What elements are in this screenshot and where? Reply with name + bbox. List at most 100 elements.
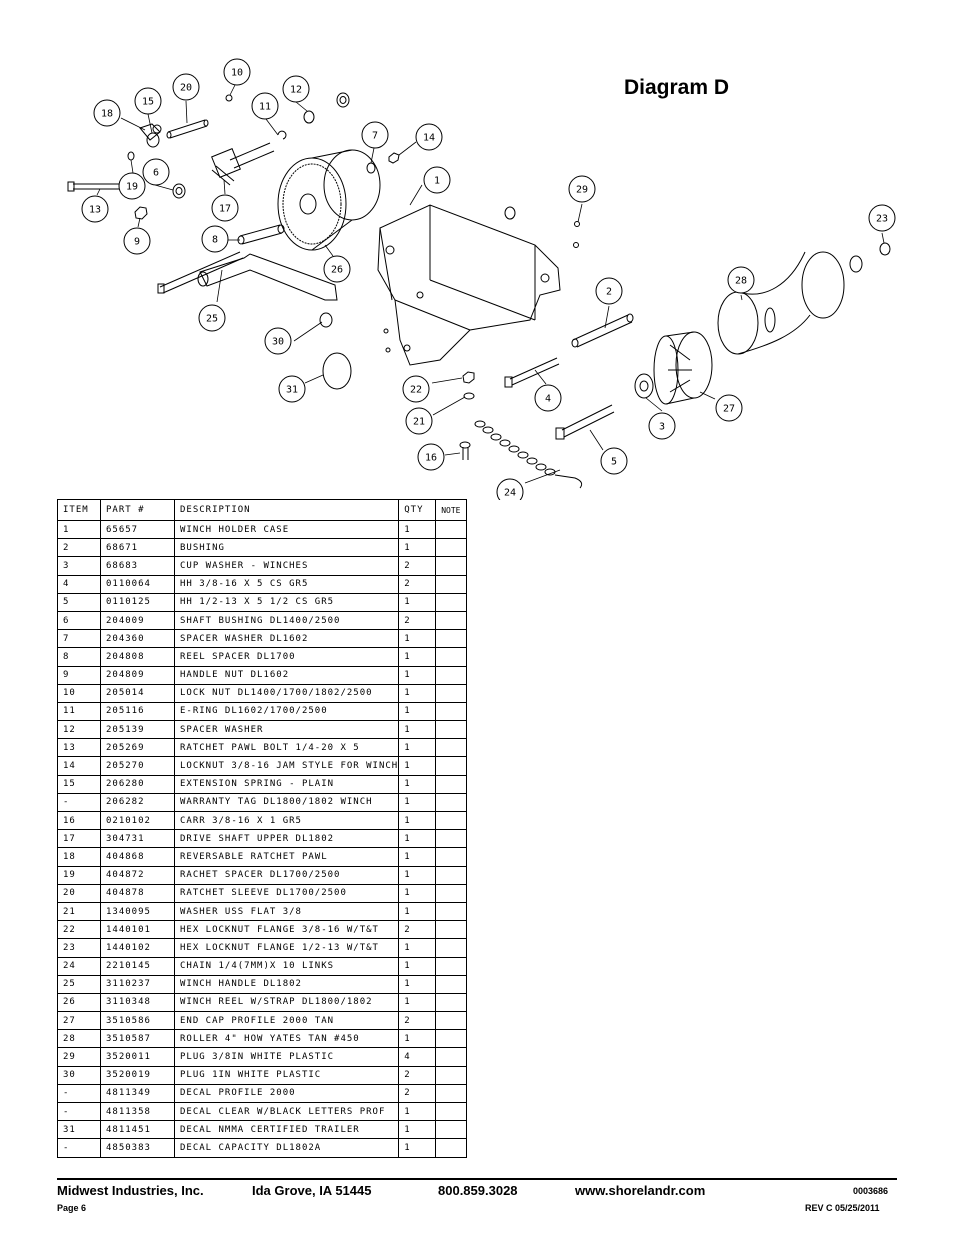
cell-item: 2: [57, 538, 101, 558]
callout-label: 22: [410, 385, 422, 396]
callout-circle: [405, 407, 433, 435]
cell-item: -: [57, 1083, 101, 1104]
cell-qty: 2: [398, 1065, 437, 1085]
cell-qty: 1: [398, 701, 437, 722]
cell-note: [435, 701, 468, 722]
cell-description: RATCHET SLEEVE DL1700/2500: [173, 883, 400, 903]
winch-holder-case-part: [377, 204, 561, 366]
cell-qty: 1: [398, 1138, 437, 1158]
decal-part: [322, 352, 352, 390]
cell-note: [435, 1011, 468, 1031]
cell-part-number: 304731: [100, 829, 175, 849]
callout-label: 21: [413, 417, 425, 428]
callout-label: 29: [576, 185, 588, 196]
callout-balloon: 27: [715, 394, 743, 422]
callout-label: 13: [89, 205, 101, 216]
cell-description: HEX LOCKNUT FLANGE 3/8-16 W/T&T: [173, 920, 400, 940]
table-header-row: ITEM PART # DESCRIPTION QTY NOTE: [57, 499, 468, 521]
cell-note: [435, 883, 468, 903]
bushing-tube-part: [571, 313, 634, 348]
cell-qty: 1: [398, 519, 437, 540]
cell-qty: 1: [398, 774, 437, 794]
cell-note: [435, 901, 468, 922]
callout-balloon: 31: [278, 375, 306, 403]
cell-part-number: 3520011: [100, 1047, 175, 1067]
cell-description: RATCHET PAWL BOLT 1/4-20 X 5: [173, 738, 400, 758]
cell-qty: 2: [398, 1083, 437, 1104]
cell-part-number: 4850383: [100, 1138, 175, 1158]
ratchet-sleeve-part: [166, 119, 209, 139]
cell-description: WARRANTY TAG DL1800/1802 WINCH: [173, 792, 400, 813]
cell-part-number: 206280: [100, 774, 175, 794]
cell-item: 26: [57, 992, 101, 1013]
callout-label: 17: [219, 204, 231, 215]
callout-circle: [323, 255, 351, 283]
cell-item: 23: [57, 938, 101, 958]
flat-washer-part: [463, 392, 475, 400]
callout-circle: [417, 443, 445, 471]
callout-circle: [568, 175, 596, 203]
cell-note: [435, 992, 468, 1013]
cell-note: [435, 865, 468, 885]
callout-balloon: 15: [134, 87, 162, 115]
footer-website: www.shorelandr.com: [575, 1183, 706, 1198]
cell-part-number: 205116: [100, 701, 175, 722]
callout-balloon: 23: [868, 204, 896, 232]
cell-part-number: 3510586: [100, 1011, 175, 1031]
footer-doc-number: 0003686: [853, 1186, 889, 1196]
callout-balloon: 20: [172, 73, 200, 101]
cell-part-number: 68671: [100, 538, 175, 558]
cell-description: RACHET SPACER DL1700/2500: [173, 865, 400, 885]
cell-note: [435, 1083, 468, 1104]
cell-note: [435, 556, 468, 576]
cell-item: 13: [57, 738, 101, 758]
cell-part-number: 204809: [100, 665, 175, 685]
cell-description: HH 1/2-13 X 5 1/2 CS GR5: [173, 592, 400, 612]
callout-label: 10: [231, 68, 243, 79]
callout-label: 3: [659, 422, 665, 433]
locknut-14-part: [388, 152, 400, 164]
bushing-plug-part: [504, 206, 516, 220]
callout-label: 9: [134, 237, 140, 248]
cell-qty: 1: [398, 883, 437, 903]
callout-label: 23: [876, 214, 888, 225]
cell-part-number: 1440102: [100, 938, 175, 958]
callout-balloon: 28: [727, 266, 755, 294]
cell-note: [435, 810, 468, 831]
callout-balloon: 12: [282, 75, 310, 103]
cell-item: 5: [57, 592, 101, 612]
cell-item: 28: [57, 1029, 101, 1049]
cell-item: -: [57, 1138, 101, 1158]
cell-note: [435, 974, 468, 994]
cell-part-number: 404872: [100, 865, 175, 885]
cell-description: WINCH REEL W/STRAP DL1800/1802: [173, 992, 400, 1013]
cell-qty: 4: [398, 1047, 437, 1067]
cell-note: [435, 1047, 468, 1067]
callout-label: 18: [101, 109, 113, 120]
cell-item: 25: [57, 974, 101, 994]
cell-item: 30: [57, 1065, 101, 1085]
callout-label: 4: [545, 394, 551, 405]
cell-description: DECAL CAPACITY DL1802A: [173, 1138, 400, 1158]
cell-description: LOCKNUT 3/8-16 JAM STYLE FOR WINCH: [173, 756, 400, 776]
cell-note: [435, 519, 468, 540]
cell-part-number: 3110348: [100, 992, 175, 1013]
cell-item: 7: [57, 629, 101, 649]
washer-flange-part: [849, 255, 863, 273]
cell-note: [435, 738, 468, 758]
cell-description: END CAP PROFILE 2000 TAN: [173, 1011, 400, 1031]
plastic-plugs-part: [383, 221, 580, 353]
cell-part-number: 68683: [100, 556, 175, 576]
callout-label: 19: [126, 182, 138, 193]
callout-label: 24: [504, 488, 516, 499]
plug-part: [319, 312, 333, 328]
cell-item: 18: [57, 847, 101, 867]
